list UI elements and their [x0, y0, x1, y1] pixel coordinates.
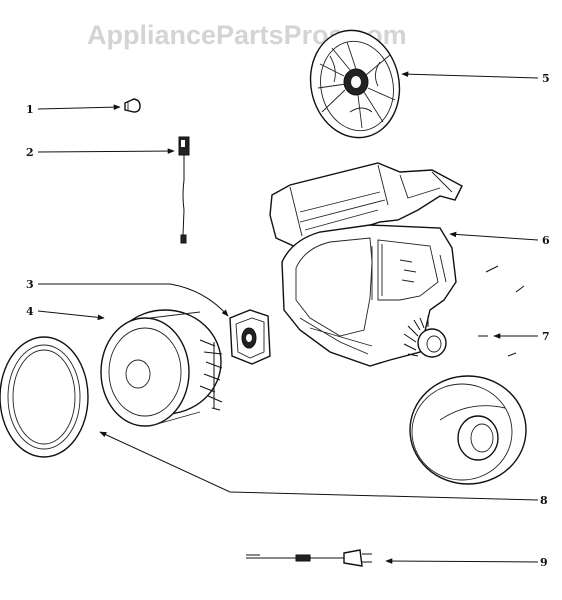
part-8-cover [409, 375, 527, 485]
part-8-ring [0, 336, 89, 458]
callout-7: 7 [542, 330, 550, 343]
callout-3: 3 [26, 278, 34, 291]
part-9-power-cord [246, 549, 372, 567]
part-5-fan-grille [309, 29, 401, 139]
part-6-housing [269, 162, 463, 367]
part-1-cap [124, 98, 141, 113]
part-4-motor [100, 309, 223, 427]
part-7-screws [478, 265, 525, 357]
callout-2: 2 [26, 146, 34, 159]
callout-labels: 1 2 3 4 5 6 7 8 9 [26, 72, 550, 569]
part-3-bracket [229, 309, 271, 365]
callout-6: 6 [542, 234, 550, 247]
callout-4: 4 [26, 305, 34, 318]
callout-1: 1 [26, 103, 34, 116]
callout-8: 8 [540, 494, 548, 507]
part-2-switch [178, 136, 190, 244]
callout-leaders [37, 71, 539, 564]
callout-5: 5 [542, 72, 550, 85]
callout-9: 9 [540, 556, 548, 569]
